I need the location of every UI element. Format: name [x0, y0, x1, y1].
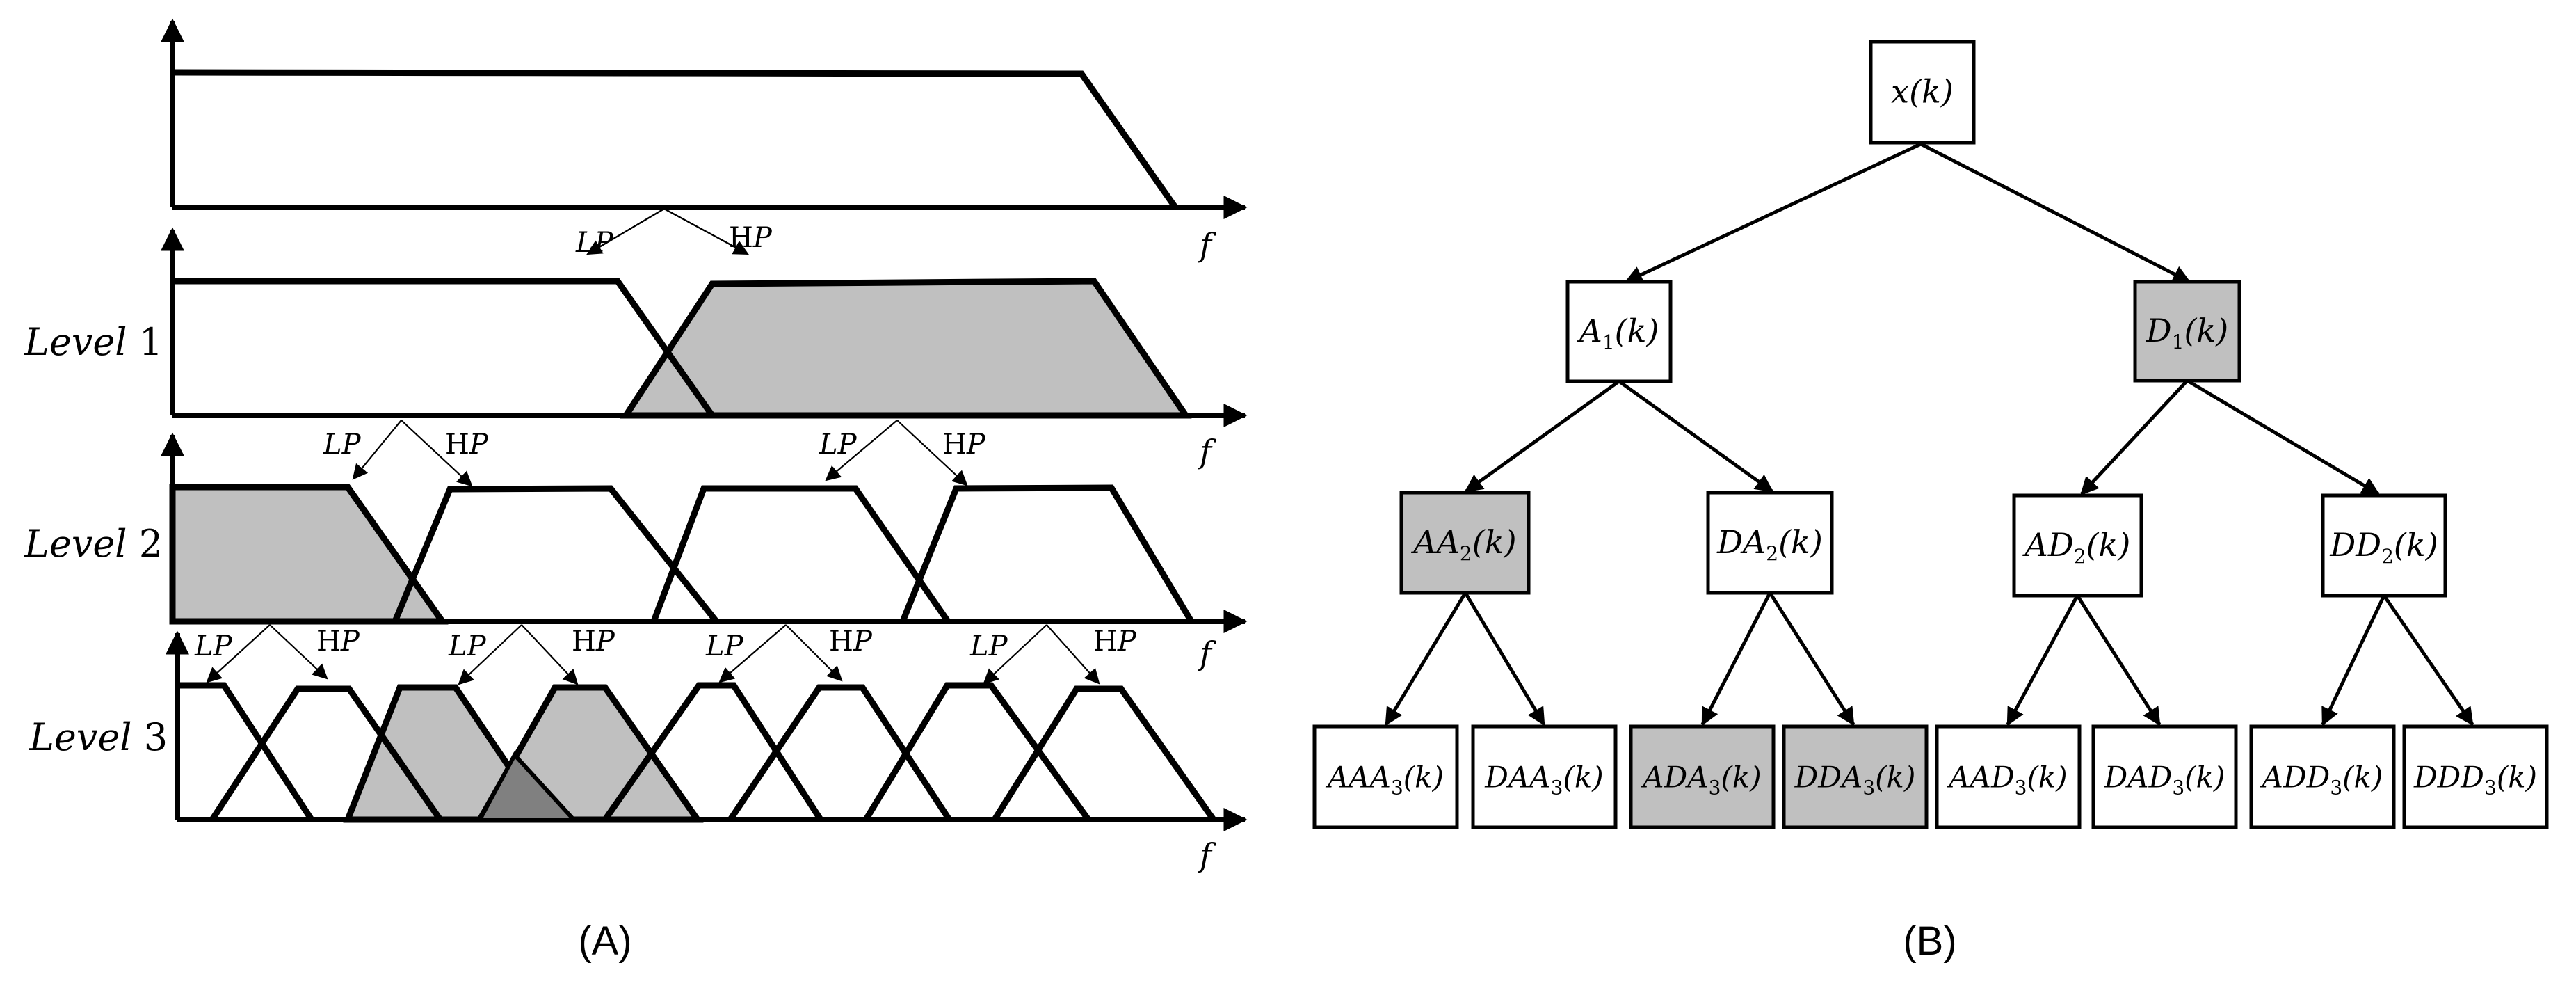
node-dda3-box: [1782, 724, 1929, 829]
lp-label: LP: [194, 630, 233, 662]
node-dd2-label: DD2(k): [2329, 526, 2438, 568]
node-aad3-label: AAD3(k): [1946, 761, 2067, 799]
node-ada3-label: ADA3(k): [1640, 761, 1761, 799]
level-labels: Level 1 Level 2 Level 3: [24, 320, 168, 759]
node-a1: A1(k): [1565, 280, 1673, 383]
node-ddd3-box: [2402, 724, 2549, 829]
node-daa3-box: [1471, 724, 1618, 829]
node-a1-label: A1(k): [1577, 312, 1659, 354]
node-dda3: DDA3(k): [1782, 724, 1929, 829]
hp-label: HP: [445, 429, 489, 461]
tree-edges: [1384, 142, 2474, 726]
node-dad3-box: [2091, 724, 2238, 829]
node-d1-label: D1(k): [2146, 312, 2229, 353]
level2-label: Level 2: [24, 522, 163, 566]
freq-axis-label: f: [1198, 836, 1216, 874]
node-dda3-label: DDA3(k): [1794, 761, 1916, 799]
hp-label: HP: [942, 429, 986, 461]
node-add3: ADD3(k): [2249, 724, 2396, 829]
freq-axis-label: f: [1198, 635, 1216, 672]
lp-label: LP: [575, 227, 614, 259]
frequency-labels: f f f f: [1198, 226, 1216, 874]
node-aad3-box: [1935, 724, 2082, 829]
decomposition-tree: x(k) A1(k) D1(k) AA2(k) DA2(k) AD2(k) DD2(k) AA…: [1312, 40, 2549, 964]
node-ada3: ADA3(k): [1629, 724, 1776, 829]
node-dd2-box: [2321, 493, 2447, 598]
node-aa2: AA2(k): [1399, 491, 1531, 595]
node-da2-box: [1706, 491, 1834, 595]
node-ada3-box: [1629, 724, 1776, 829]
hp-label: HP: [1093, 626, 1137, 658]
spectrum-panel: LP HP LP HP LP HP LP HP LP HP LP HP LP H…: [24, 18, 1248, 964]
hp-label: HP: [829, 626, 873, 658]
node-da2: DA2(k): [1706, 491, 1834, 595]
node-aaa3: AAA3(k): [1312, 724, 1459, 829]
level1-spectrum: [161, 227, 1248, 427]
node-aad3: AAD3(k): [1935, 724, 2082, 829]
lp-label: LP: [969, 630, 1008, 662]
level3-label: Level 3: [29, 715, 168, 759]
level2-spectrum: [161, 432, 1248, 633]
node-aaa3-box: [1312, 724, 1459, 829]
node-daa3: DAA3(k): [1471, 724, 1618, 829]
freq-axis-label: f: [1198, 226, 1216, 264]
hp-label: HP: [572, 626, 615, 658]
panel-a-label: (A): [578, 918, 631, 964]
node-ddd3-label: DDD3(k): [2413, 761, 2537, 799]
hp-label: HP: [729, 222, 773, 254]
node-d1: D1(k): [2133, 280, 2241, 383]
lp-label: LP: [448, 630, 487, 662]
node-dd2: DD2(k): [2321, 493, 2447, 598]
node-aa2-label: AA2(k): [1410, 523, 1516, 565]
node-aa2-box: [1399, 491, 1531, 595]
lp-label: LP: [819, 429, 858, 461]
original-spectrum: [161, 18, 1248, 219]
level3-spectrum: [166, 630, 1248, 831]
node-ad2-label: AD2(k): [2022, 526, 2131, 568]
node-d1-box: [2133, 280, 2241, 383]
filter-labels: LP HP LP HP LP HP LP HP LP HP LP HP LP H…: [194, 222, 1137, 662]
node-a1-box: [1565, 280, 1673, 383]
lp-label: LP: [323, 429, 362, 461]
node-da2-label: DA2(k): [1716, 523, 1823, 565]
freq-axis-label: f: [1198, 433, 1216, 470]
node-dad3: DAD3(k): [2091, 724, 2238, 829]
level1-label: Level 1: [24, 320, 163, 364]
node-dad3-label: DAD3(k): [2104, 761, 2225, 799]
node-add3-label: ADD3(k): [2260, 761, 2383, 799]
node-x-label: x(k): [1891, 73, 1954, 111]
node-ad2: AD2(k): [2012, 493, 2143, 598]
node-daa3-label: DAA3(k): [1484, 761, 1603, 799]
node-add3-box: [2249, 724, 2396, 829]
lp-label: LP: [705, 630, 744, 662]
panel-b-label: (B): [1903, 918, 1956, 964]
filter-splits: [206, 207, 1100, 685]
node-ad2-box: [2012, 493, 2143, 598]
hp-label: HP: [316, 626, 360, 658]
node-ddd3: DDD3(k): [2402, 724, 2549, 829]
node-aaa3-label: AAA3(k): [1325, 761, 1444, 799]
node-x: x(k): [1869, 40, 1976, 145]
node-x-box: [1869, 40, 1976, 145]
tree-nodes: x(k) A1(k) D1(k) AA2(k) DA2(k) AD2(k) DD2(k) AA…: [1312, 40, 2549, 829]
